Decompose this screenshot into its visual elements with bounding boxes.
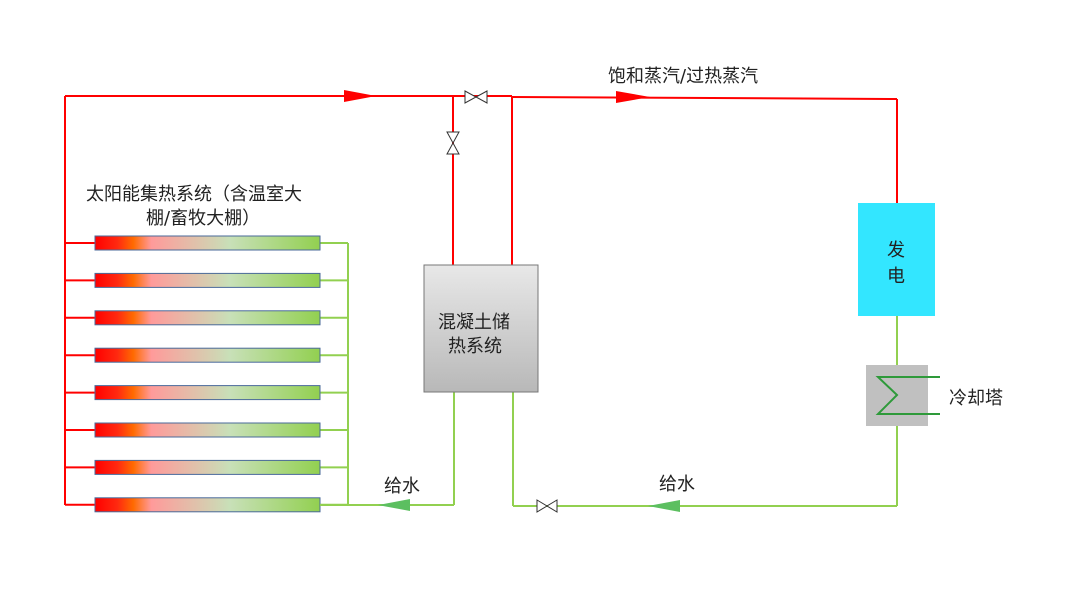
concrete-storage-box[interactable]	[423, 264, 539, 393]
solar-collector[interactable]	[94, 497, 321, 513]
power-label-line2: 电	[887, 266, 905, 287]
valve-icon[interactable]	[464, 90, 478, 104]
solar-collector[interactable]	[94, 235, 321, 251]
cooling-tower-label: 冷却塔	[949, 388, 1003, 409]
flow-arrows-cold	[378, 499, 680, 512]
arrow-right-icon	[616, 91, 650, 103]
storage-label-line2: 热系统	[448, 336, 502, 357]
solar-collector[interactable]	[94, 459, 321, 475]
arrow-right-icon	[344, 90, 376, 102]
solar-label-line1: 太阳能集热系统（含温室大	[86, 184, 302, 205]
hot-pipes	[64, 95, 898, 505]
flow-arrows-hot	[344, 90, 650, 103]
solar-collector[interactable]	[94, 385, 321, 401]
feedwater-label-left: 给水	[384, 476, 420, 497]
valve-icon[interactable]	[446, 141, 460, 155]
valve-icon[interactable]	[446, 131, 460, 145]
steam-label: 饱和蒸汽/过热蒸汽	[608, 66, 759, 87]
feedwater-label-right: 给水	[659, 474, 695, 495]
valve-icon[interactable]	[474, 90, 488, 104]
solar-collector[interactable]	[94, 310, 321, 326]
power-label-line1: 发	[887, 240, 905, 261]
valve-icon[interactable]	[546, 499, 558, 513]
storage-label-line1: 混凝土储	[438, 312, 510, 333]
solar-label-line2: 棚/畜牧大棚）	[146, 208, 261, 229]
arrow-left-icon	[648, 500, 680, 512]
valve-icon[interactable]	[536, 499, 548, 513]
solar-collector[interactable]	[94, 422, 321, 438]
collector-array	[65, 235, 348, 513]
solar-collector[interactable]	[94, 347, 321, 363]
solar-collector[interactable]	[94, 272, 321, 288]
heat-exchanger-icon	[875, 376, 940, 415]
power-generation-box[interactable]	[858, 203, 935, 316]
cold-pipes	[320, 243, 898, 507]
arrow-left-icon	[378, 499, 410, 511]
